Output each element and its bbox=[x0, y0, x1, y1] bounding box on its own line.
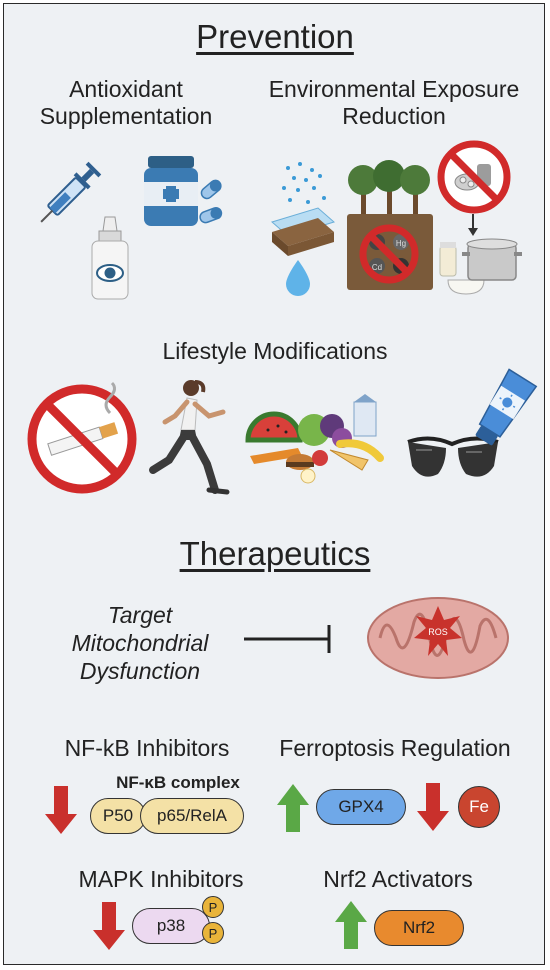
inhibition-arrow-icon bbox=[244, 625, 331, 653]
up-arrow-nrf2-icon bbox=[335, 901, 367, 949]
phospho-bottom: P bbox=[202, 922, 224, 944]
mapk-inhibitors-label: MAPK Inhibitors bbox=[78, 866, 244, 892]
ros-label: ROS bbox=[428, 627, 448, 637]
no-smoking-icon bbox=[27, 381, 137, 494]
medicine-bottle-icon bbox=[144, 156, 223, 226]
p65-pill: p65/RelA bbox=[140, 798, 244, 834]
eye-drops-icon bbox=[91, 216, 129, 300]
up-arrow-gpx4-icon bbox=[277, 784, 309, 832]
environmental-label: Environmental Exposure Reduction bbox=[268, 76, 520, 129]
therapeutics-title: Therapeutics bbox=[179, 535, 371, 572]
trees-heavy-metals-icon: Hg Cd bbox=[347, 160, 433, 290]
nfkb-complex-label: NF-κB complex bbox=[116, 773, 240, 792]
sunglasses-icon bbox=[407, 436, 499, 477]
down-arrow-fe-icon bbox=[417, 783, 449, 831]
cd-label: Cd bbox=[372, 263, 382, 272]
target-mito-label: Target Mitochondrial Dysfunction bbox=[71, 602, 209, 684]
runner-icon bbox=[149, 380, 230, 495]
p38-pill: p38 bbox=[132, 908, 210, 944]
phospho-top: P bbox=[202, 896, 224, 918]
gpx4-pill: GPX4 bbox=[316, 789, 406, 825]
nrf2-pill: Nrf2 bbox=[374, 910, 464, 946]
mitochondrion-icon: ROS bbox=[367, 597, 509, 679]
nfkb-inhibitors-label: NF-kB Inhibitors bbox=[64, 735, 230, 761]
antioxidant-label: Antioxidant Supplementation bbox=[39, 76, 213, 129]
soil-filter-icon bbox=[270, 162, 336, 296]
lifestyle-label: Lifestyle Modifications bbox=[162, 338, 388, 364]
down-arrow-small-icon bbox=[468, 214, 478, 236]
hg-label: Hg bbox=[396, 239, 406, 248]
nrf2-activators-label: Nrf2 Activators bbox=[323, 866, 473, 892]
down-arrow-nfkb-icon bbox=[45, 786, 77, 834]
healthy-food-icon bbox=[245, 394, 384, 484]
prevention-title: Prevention bbox=[196, 18, 354, 55]
no-chemicals-icon bbox=[437, 140, 511, 214]
p50-pill: P50 bbox=[90, 798, 146, 834]
down-arrow-mapk-icon bbox=[93, 902, 125, 950]
ferroptosis-label: Ferroptosis Regulation bbox=[279, 735, 511, 761]
sunscreen-icon bbox=[475, 368, 538, 446]
fe-circle: Fe bbox=[458, 786, 500, 828]
cooking-pot-icon bbox=[439, 238, 522, 295]
syringe-icon bbox=[40, 161, 102, 223]
